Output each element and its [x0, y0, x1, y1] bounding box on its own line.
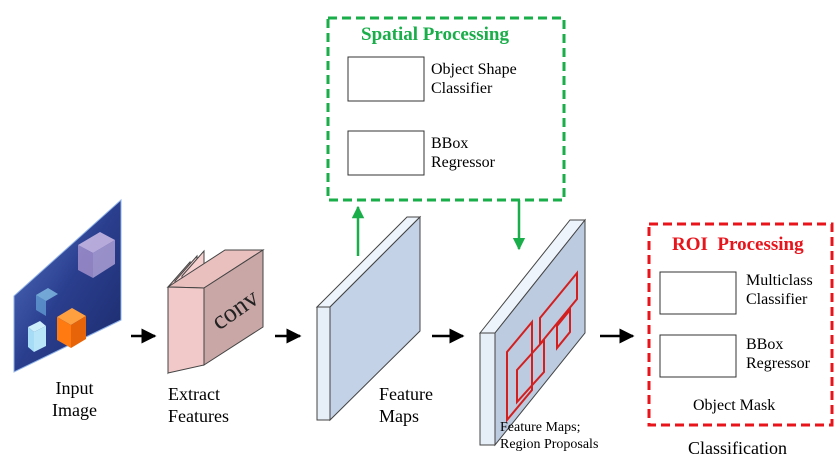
- object-shape-classifier-label: Object Shape Classifier: [431, 61, 517, 98]
- object-mask-label: Object Mask: [693, 397, 776, 414]
- input-image-label: Input Image: [52, 378, 97, 420]
- proposals-slab: [478, 218, 587, 447]
- region-proposal-box: [506, 319, 533, 423]
- extract-features-label: Extract Features: [168, 384, 229, 426]
- spatial-processing-box: [326, 16, 566, 202]
- multiclass-classifier-label: Multiclass Classifier: [746, 272, 813, 309]
- region-proposal-box: [556, 307, 571, 351]
- feature-maps-label: Feature Maps: [379, 384, 433, 426]
- region-proposal-box: [539, 270, 578, 347]
- roi-bbox-regressor-label: BBox Regressor: [746, 336, 810, 373]
- spatial-bbox-regressor-box: [347, 130, 425, 176]
- classification-label: Classification: [688, 438, 787, 458]
- object-shape-classifier-box: [347, 56, 425, 102]
- input-image: [13, 198, 122, 373]
- region-proposal-box: [516, 337, 545, 405]
- feature-map-slab: [315, 215, 422, 422]
- spatial-processing-title: Spatial Processing: [361, 24, 509, 45]
- roi-bbox-regressor-box: [659, 334, 737, 378]
- roi-processing-title: ROI Processing: [672, 234, 804, 255]
- conv-block: conv: [166, 249, 265, 375]
- multiclass-classifier-box: [659, 271, 737, 315]
- spatial-bbox-regressor-label: BBox Regressor: [431, 135, 495, 172]
- proposals-label: Feature Maps; Region Proposals: [500, 420, 599, 452]
- roi-processing-box: [647, 222, 834, 427]
